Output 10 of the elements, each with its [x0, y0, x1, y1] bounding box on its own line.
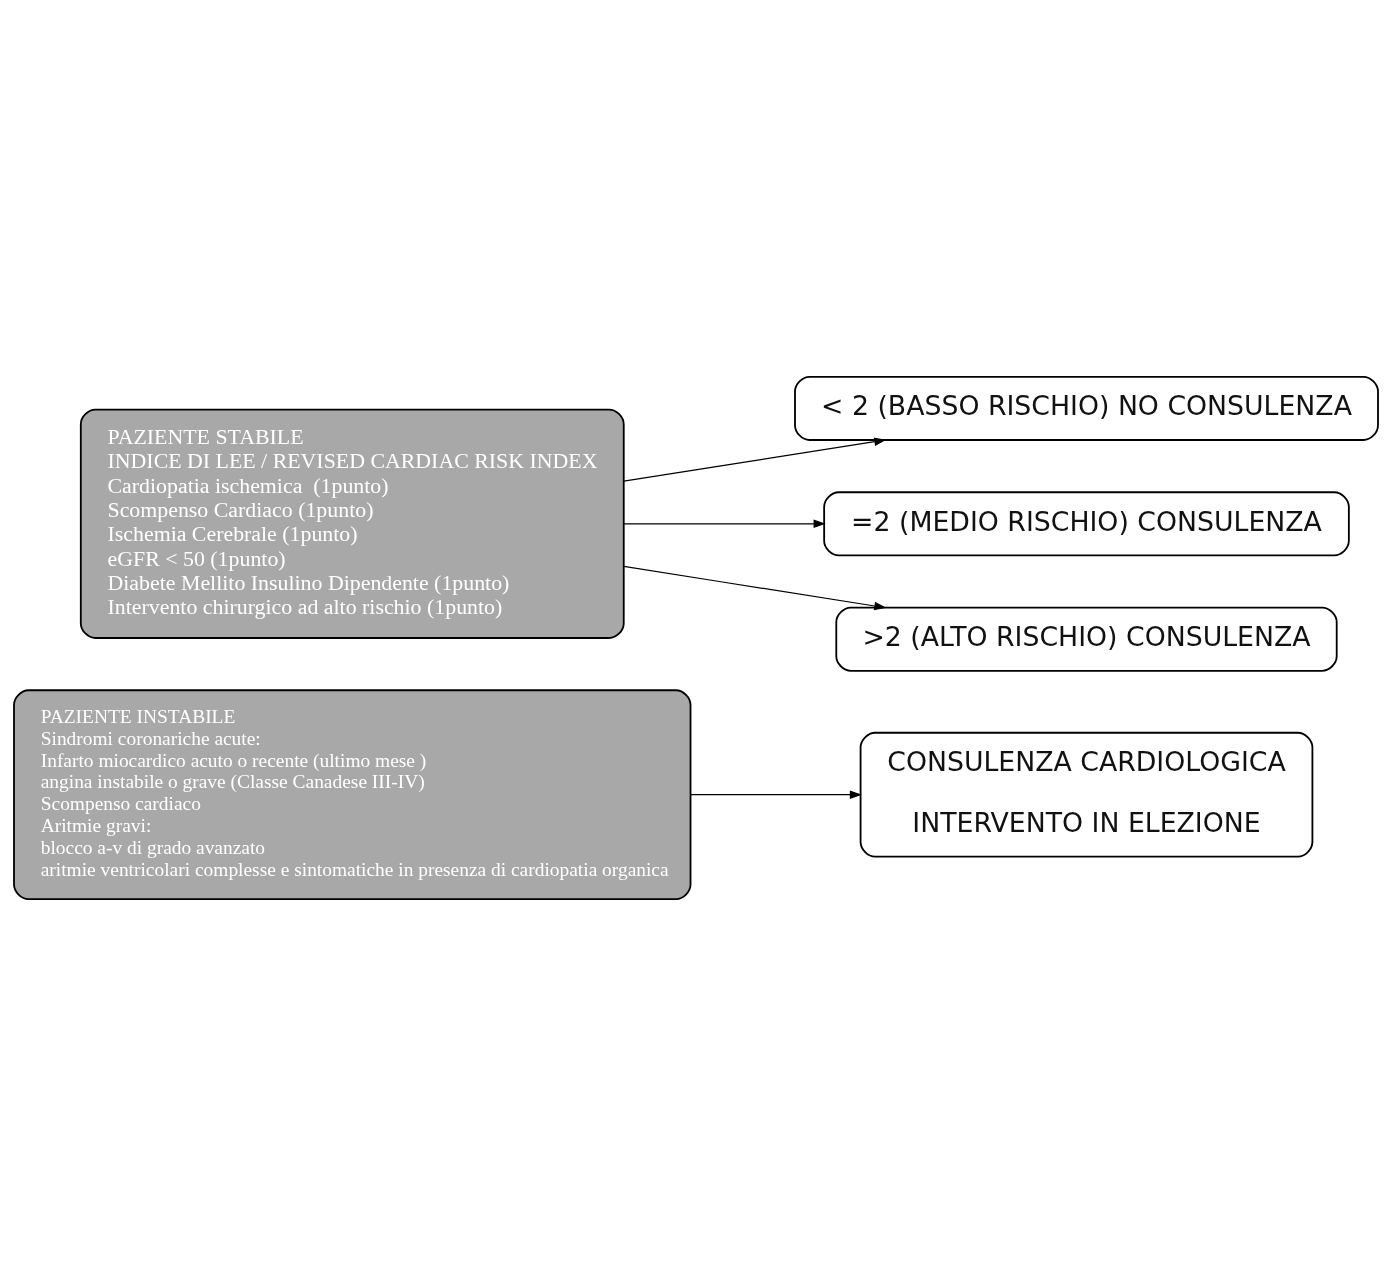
- arrow: [623, 519, 826, 529]
- arrow: [623, 565, 887, 611]
- node-box: PAZIENTE INSTABILE Sindromi coronariche acute: Infarto miocardico acuto o recente (ultimo mese ) angina instabile o grave (Classe Canadese III-IV) Scompenso cardiaco Aritmie gravi: blocco a-v di grado avanzato aritmie ventricolari complesse e sintomatiche in presenza di cardiopatia organica: [13, 689, 692, 901]
- node-box: PAZIENTE STABILE INDICE DI LEE / REVISED CARDIAC RISK INDEX Cardiopatia ischemica (1punto) Scompenso Cardiaco (1punto) Ischemia Cerebrale (1punto) eGFR < 50 (1punto) Diabete Mellito Insulino Dipendente (1punto) Intervento chirurgico ad alto rischio (1punto): [79, 408, 625, 639]
- arrow: [690, 790, 862, 799]
- arrow: [623, 437, 887, 482]
- node-box: CONSULENZA CARDIOLOGICA INTERVENTO IN ELEZIONE: [859, 731, 1314, 858]
- node-box: =2 (MEDIO RISCHIO) CONSULENZA: [823, 491, 1350, 557]
- node-box: >2 (ALTO RISCHIO) CONSULENZA: [835, 606, 1338, 672]
- node-box: < 2 (BASSO RISCHIO) NO CONSULENZA: [794, 375, 1379, 441]
